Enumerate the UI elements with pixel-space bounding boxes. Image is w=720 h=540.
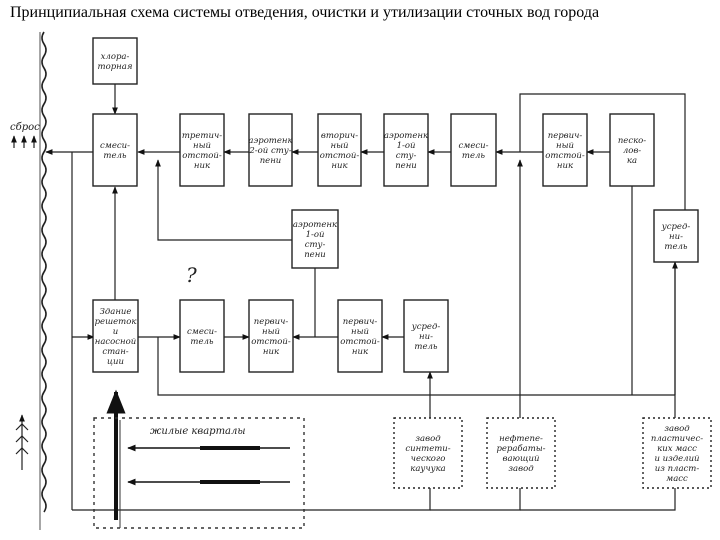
discharge-label: сброс bbox=[10, 122, 40, 133]
block-label-line: каучука bbox=[410, 464, 445, 474]
block-label-line: сту- bbox=[305, 240, 326, 250]
block-label-line: пени bbox=[304, 250, 326, 260]
question-mark: ? bbox=[186, 263, 197, 287]
block-label-line: хлора- bbox=[101, 52, 130, 62]
block-label-line: ный bbox=[351, 327, 369, 337]
block-mixer-top: смеси-тель bbox=[92, 113, 138, 187]
block-label-line: завод bbox=[415, 434, 441, 444]
block-label-line: ка bbox=[627, 156, 637, 166]
page-title: Принципиальная схема системы отведения, … bbox=[10, 4, 600, 21]
block-label-line: песко- bbox=[618, 136, 646, 146]
block-label-line: тель bbox=[664, 242, 688, 252]
block-label-line: синтети- bbox=[405, 444, 450, 454]
block-label-line: из пласт- bbox=[655, 464, 700, 474]
block-label-line: ник bbox=[352, 347, 369, 357]
block-label-line: пластичес- bbox=[651, 434, 703, 444]
block-label-line: ник bbox=[331, 161, 348, 171]
block-label-line: 1-ой bbox=[306, 230, 325, 240]
block-chlorinator: хлора-торная bbox=[92, 37, 138, 85]
block-label-line: третич- bbox=[182, 131, 222, 141]
residential-area bbox=[93, 417, 305, 529]
block-label-line: тель bbox=[414, 342, 438, 352]
block-equalizer-low: усред-ни-тель bbox=[403, 299, 449, 373]
collector-arrows bbox=[127, 444, 290, 486]
block-label-line: отстой- bbox=[182, 151, 222, 161]
block-label-line: завод bbox=[664, 424, 690, 434]
block-label-line: решеток bbox=[95, 317, 138, 327]
block-label-line: отстой- bbox=[545, 151, 585, 161]
block-label-line: ни- bbox=[419, 332, 433, 342]
block-label-line: усред- bbox=[661, 222, 691, 232]
block-label-line: вающий bbox=[503, 454, 540, 464]
block-label-line: Здание bbox=[100, 307, 132, 317]
block-label-line: первич- bbox=[254, 317, 289, 327]
block-label-line: 2-ой сту- bbox=[248, 146, 291, 156]
block-label-line: пени bbox=[260, 156, 282, 166]
block-equalizer-right: усред-ни-тель bbox=[653, 209, 699, 263]
block-label-line: отстой- bbox=[340, 337, 380, 347]
block-label-line: пени bbox=[395, 161, 417, 171]
block-label-line: ный bbox=[556, 141, 574, 151]
block-label-line: аэротенк bbox=[293, 220, 338, 230]
block-label-line: первич- bbox=[343, 317, 378, 327]
block-label-line: рерабаты- bbox=[496, 443, 545, 454]
block-label-line: нефтепе- bbox=[499, 434, 543, 444]
block-label-line: ник bbox=[263, 347, 280, 357]
block-label-line: торная bbox=[98, 62, 133, 72]
block-label-line: первич- bbox=[548, 131, 583, 141]
block-label-line: усред- bbox=[411, 322, 441, 332]
block-label-line: тель bbox=[103, 151, 127, 161]
residential-label: жилые кварталы bbox=[150, 426, 246, 437]
block-label-line: насосной bbox=[95, 337, 137, 347]
block-label-line: аэротенк bbox=[384, 131, 429, 141]
block-mixer-low: смеси-тель bbox=[179, 299, 225, 373]
block-label-line: вторич- bbox=[321, 131, 358, 141]
block-label-line: тель bbox=[190, 337, 214, 347]
block-label-line: ный bbox=[262, 327, 280, 337]
block-label-line: смеси- bbox=[459, 141, 489, 151]
block-label-line: завод bbox=[508, 464, 534, 474]
block-label-line: ни- bbox=[669, 232, 683, 242]
block-label-line: ный bbox=[193, 141, 211, 151]
block-label-line: ческого bbox=[411, 454, 446, 464]
block-label-line: масс bbox=[666, 474, 688, 484]
block-mixer-mid: смеси-тель bbox=[450, 113, 497, 187]
discharge-arrows-icon bbox=[11, 135, 37, 148]
block-label-line: ких масс bbox=[657, 444, 697, 454]
block-label-line: и bbox=[113, 327, 118, 337]
block-label-line: ный bbox=[331, 141, 349, 151]
block-sand-trap: песко-лов-ка bbox=[609, 113, 655, 187]
block-label-line: отстой- bbox=[320, 151, 360, 161]
block-label-line: смеси- bbox=[100, 141, 130, 151]
block-label-line: лов- bbox=[623, 146, 641, 156]
block-label-line: отстой- bbox=[251, 337, 291, 347]
block-label-line: смеси- bbox=[187, 327, 217, 337]
block-label-line: ник bbox=[194, 161, 211, 171]
block-label-line: и изделий bbox=[654, 454, 699, 464]
block-label-line: сту- bbox=[396, 151, 417, 161]
river-line bbox=[41, 31, 47, 513]
block-label-line: тель bbox=[462, 151, 486, 161]
block-label-line: стан- bbox=[102, 347, 128, 357]
block-label-line: аэротенк bbox=[248, 136, 293, 146]
block-label-line: ник bbox=[557, 161, 574, 171]
connection-lines bbox=[45, 84, 686, 511]
flow-direction-icon bbox=[15, 414, 29, 470]
block-label-line: ции bbox=[107, 357, 124, 367]
block-label-line: 1-ой bbox=[397, 141, 416, 151]
